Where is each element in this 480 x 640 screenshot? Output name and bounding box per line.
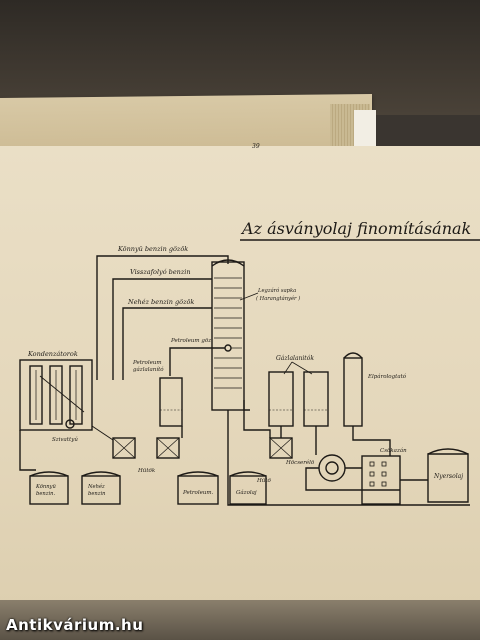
- petroleum-degasser: [160, 378, 182, 426]
- label-tank-petroleum: Petroleum.: [182, 490, 214, 496]
- watermark: Antikvárium.hu: [6, 616, 143, 634]
- cooler-2-cross: [157, 438, 179, 458]
- label-coolers: Hütök: [137, 468, 156, 474]
- diagram-title: Az ásványolaj finomításának: [240, 219, 471, 238]
- label-light-gasoline-vapour: Könnyü benzin gözök: [117, 245, 188, 253]
- label-condensers: Kondenzátorok: [27, 350, 78, 358]
- pipe-bottom-main: [228, 410, 470, 505]
- label-bubble-tray: ( Harangtányér ): [256, 295, 300, 302]
- label-tube-furnace: Csökazán: [380, 447, 407, 454]
- label-evaporator: Elpárologtató: [367, 373, 407, 380]
- tank-heavy-gasoline: [82, 476, 120, 504]
- crude-oil-tank-roof: [428, 449, 468, 454]
- label-pump: Szivattyú: [52, 436, 78, 443]
- label-heavy-gasoline-vapour: Nehéz benzin gözök: [127, 298, 194, 306]
- degasser-1: [269, 372, 293, 426]
- column-trays: [214, 278, 242, 388]
- column-nozzle: [225, 345, 231, 351]
- label-cooler: Hütö: [256, 478, 272, 484]
- pipe-condenser-to-tank: [20, 430, 36, 470]
- label-petroleum-vapour: Petroleum göz: [170, 338, 211, 344]
- tube-furnace: [362, 456, 400, 504]
- return-gasoline-pipe: [113, 279, 212, 380]
- label-bubble-cap: Legzáró sapka: [257, 287, 296, 294]
- furnace-tubes: [370, 462, 386, 486]
- label-tank-gas-oil: Gázolaj: [236, 489, 257, 496]
- heat-exchanger-core: [326, 462, 338, 474]
- page-mark: 39: [252, 143, 260, 150]
- petroleum-vapour-pipe: [170, 348, 230, 376]
- label-crude-oil: Nyersolaj: [433, 473, 463, 480]
- tank-light-gasoline: [30, 476, 68, 504]
- evaporator: [344, 358, 362, 426]
- label-heat-exchanger: Höcserélö: [285, 459, 315, 466]
- heat-exchanger: [319, 455, 345, 481]
- cooler-1-cross: [113, 438, 135, 458]
- evaporator-dome: [344, 353, 362, 358]
- degasser-2: [304, 372, 328, 426]
- pipe-column-base: [244, 400, 250, 410]
- cooler-3-cross: [270, 438, 292, 458]
- label-degassers: Gázlalanitók: [276, 355, 314, 362]
- pipe-column-to-cooler: [244, 410, 270, 438]
- label-return-gasoline: Visszafolyó benzin: [130, 268, 191, 276]
- pipe-to-cooler-1: [92, 426, 113, 440]
